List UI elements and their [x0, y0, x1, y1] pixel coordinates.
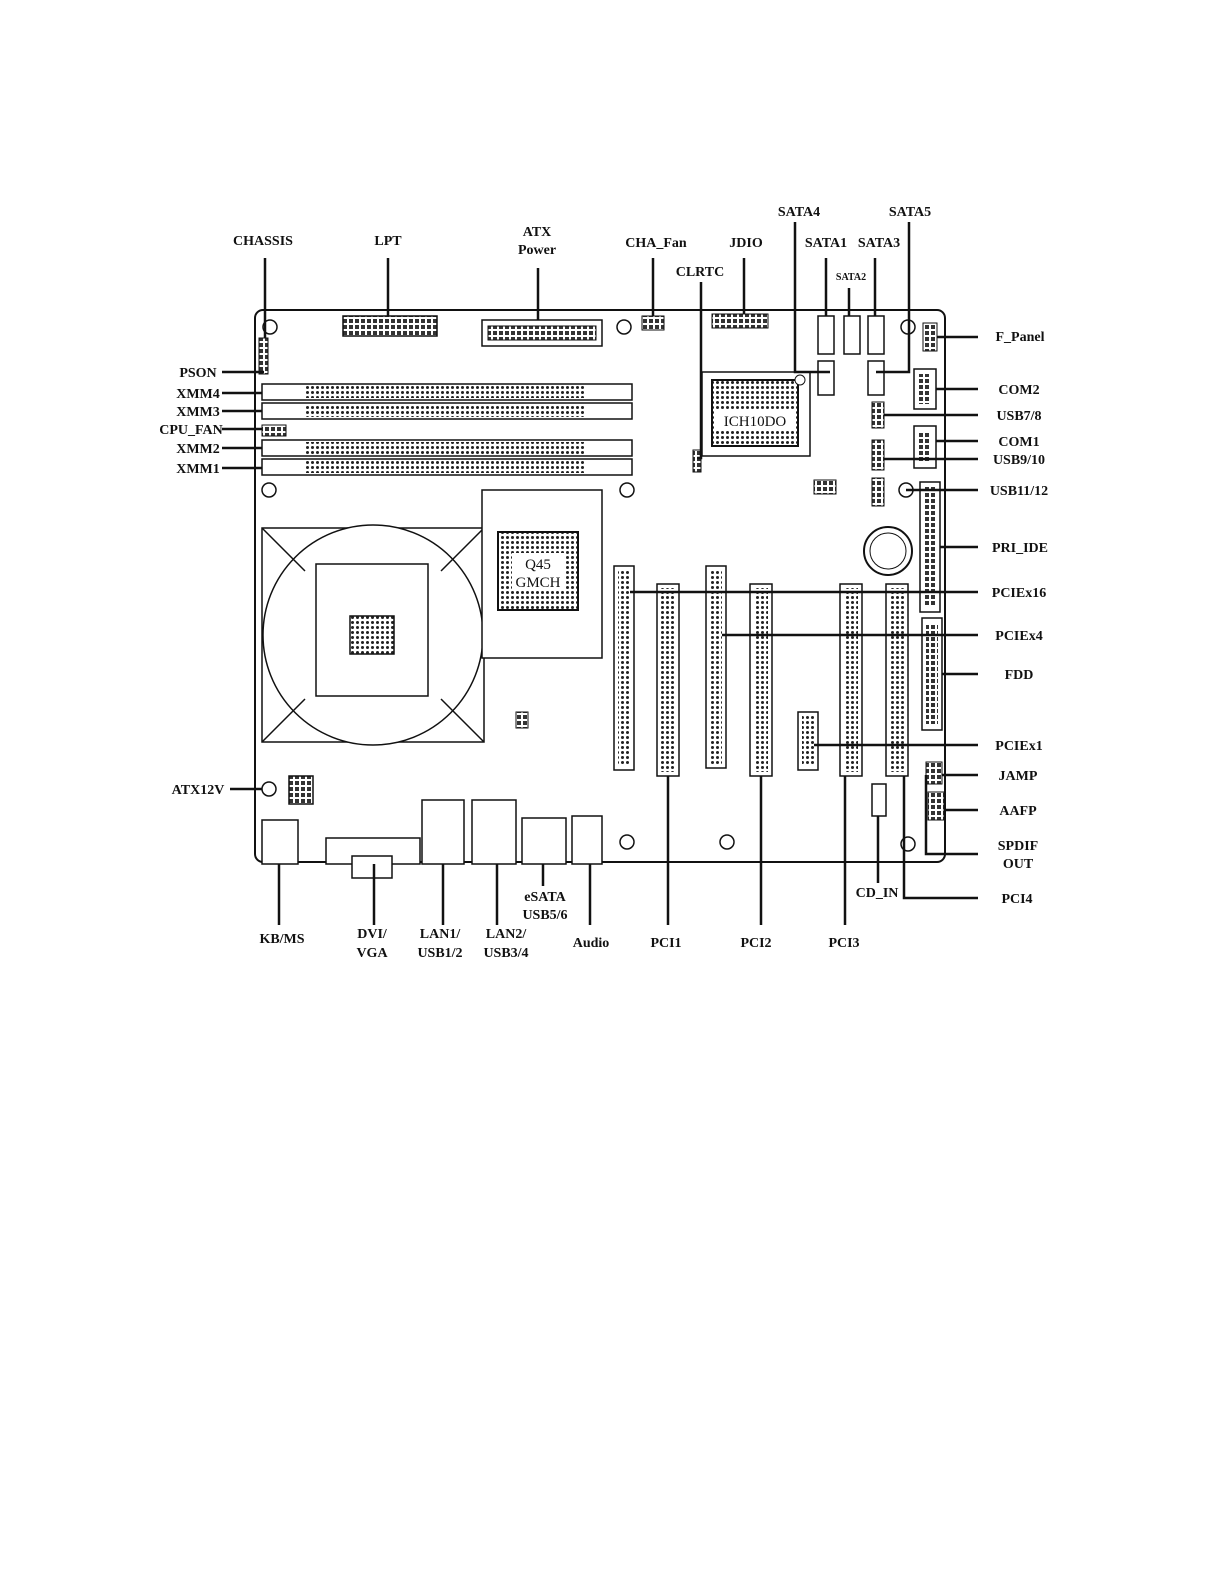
label-lan2-2: USB3/4	[483, 946, 528, 961]
label-atx-power-1: ATX	[523, 225, 552, 240]
expansion-slots	[613, 565, 909, 777]
label-lan1-2: USB1/2	[417, 946, 462, 961]
label-fdd: FDD	[1005, 668, 1034, 683]
label-usb1112: USB11/12	[990, 484, 1048, 499]
label-pci4: PCI4	[1001, 892, 1032, 907]
gmch-label-1: Q45	[525, 557, 551, 573]
label-sata1: SATA1	[805, 236, 847, 251]
label-pciex4: PCIEx4	[995, 629, 1042, 644]
label-chassis: CHASSIS	[233, 234, 293, 249]
label-lan1-1: LAN1/	[420, 927, 462, 942]
label-lan2-1: LAN2/	[486, 927, 528, 942]
label-pciex16: PCIEx16	[992, 586, 1046, 601]
jamp-header	[925, 761, 943, 785]
label-usb910: USB9/10	[993, 453, 1045, 468]
label-usb78: USB7/8	[996, 409, 1041, 424]
label-audio: Audio	[573, 936, 610, 951]
rear-io	[261, 799, 603, 879]
cd-in-header	[871, 783, 887, 817]
f-panel-header	[922, 322, 938, 352]
label-lpt: LPT	[374, 234, 402, 249]
sata-connectors	[817, 315, 885, 396]
cha-fan-header	[641, 315, 665, 331]
label-f-panel: F_Panel	[996, 330, 1045, 345]
cpu-socket	[261, 524, 485, 746]
label-xmm2: XMM2	[176, 442, 220, 457]
label-pci3: PCI3	[828, 936, 859, 951]
label-atx-power-2: Power	[518, 243, 556, 258]
label-xmm4: XMM4	[176, 387, 220, 402]
ich-label: ICH10DO	[724, 414, 787, 430]
label-spdif-2: OUT	[1003, 857, 1034, 872]
label-xmm1: XMM1	[176, 462, 220, 477]
label-pci2: PCI2	[740, 936, 771, 951]
label-jdio: JDIO	[729, 236, 763, 251]
label-cpu-fan: CPU_FAN	[159, 423, 223, 438]
label-sata5: SATA5	[889, 205, 931, 220]
label-kbms: KB/MS	[259, 932, 304, 947]
clrtc-jumper	[692, 449, 702, 473]
label-cd-in: CD_IN	[856, 886, 899, 901]
label-pciex1: PCIEx1	[995, 739, 1042, 754]
label-spdif-1: SPDIF	[998, 839, 1038, 854]
label-dvi-1: DVI/	[357, 927, 388, 942]
label-sata2: SATA2	[836, 272, 866, 283]
label-dvi-2: VGA	[356, 946, 388, 961]
usb910-header	[871, 439, 885, 471]
gmch-label-2: GMCH	[515, 575, 560, 591]
label-aafp: AAFP	[999, 804, 1037, 819]
label-com2: COM2	[998, 383, 1039, 398]
label-xmm3: XMM3	[176, 405, 220, 420]
label-jamp: JAMP	[999, 769, 1038, 784]
label-sata4: SATA4	[778, 205, 820, 220]
memory-slots	[261, 383, 633, 476]
label-pri-ide: PRI_IDE	[992, 541, 1048, 556]
small-header	[515, 711, 529, 729]
label-sata3: SATA3	[858, 236, 900, 251]
usb1112-header	[871, 477, 885, 507]
label-atx12v: ATX12V	[172, 783, 225, 798]
misc-header	[813, 479, 837, 495]
cpu-fan-header	[261, 424, 287, 437]
aafp-header	[927, 791, 945, 821]
leader-lines	[222, 222, 978, 925]
label-com1: COM1	[998, 435, 1039, 450]
usb78-header	[871, 401, 885, 429]
label-pci1: PCI1	[650, 936, 681, 951]
label-esata-1: eSATA	[524, 890, 566, 905]
atx12v-connector	[288, 775, 314, 805]
label-cha-fan: CHA_Fan	[625, 236, 687, 251]
chassis-header	[258, 337, 269, 375]
lpt-connector	[342, 315, 438, 337]
jdio-header	[711, 313, 769, 329]
label-esata-2: USB5/6	[522, 908, 567, 923]
label-pson: PSON	[179, 366, 216, 381]
label-clrtc: CLRTC	[676, 265, 725, 280]
